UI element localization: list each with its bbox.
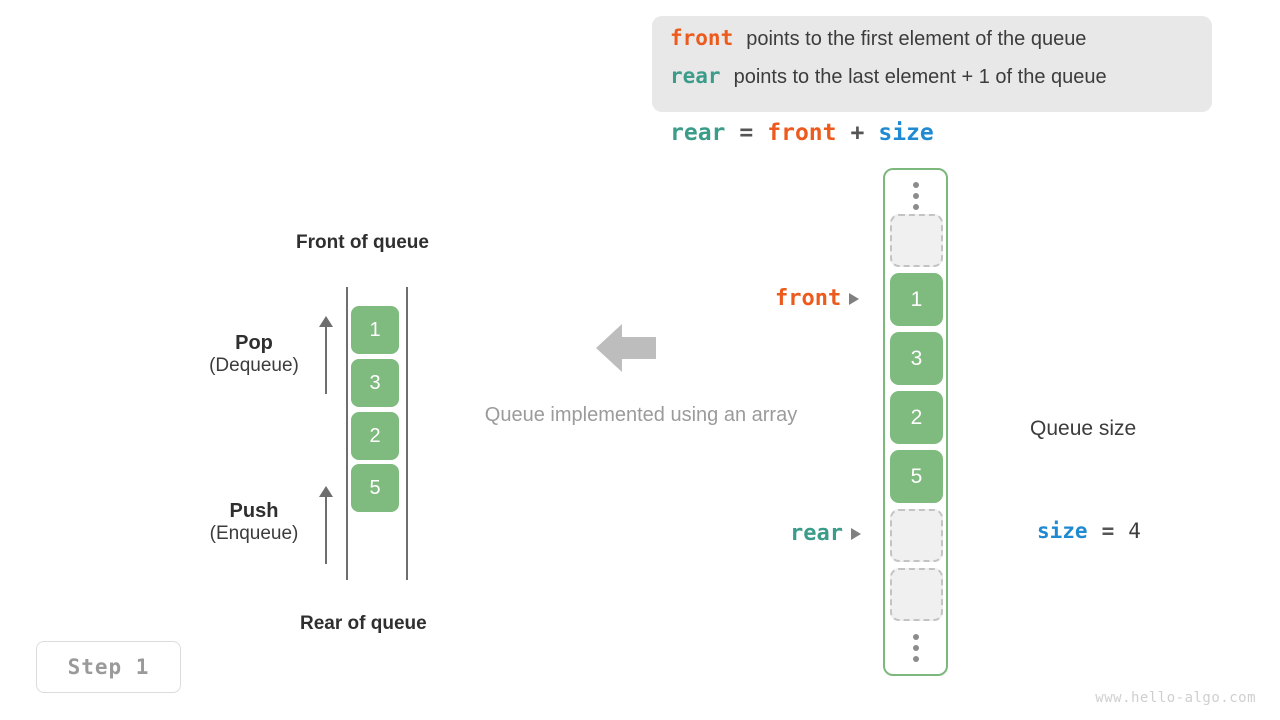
rear-of-queue-title: Rear of queue bbox=[300, 613, 427, 634]
queue-size-expression: size = 4 bbox=[1030, 514, 1148, 549]
pop-operation-label: Pop (Dequeue) bbox=[196, 332, 312, 377]
push-label-sub: (Enqueue) bbox=[209, 523, 299, 544]
up-arrow-icon-push bbox=[316, 486, 336, 564]
push-operation-label: Push (Enqueue) bbox=[196, 500, 312, 545]
vertical-ellipsis-icon-top bbox=[912, 182, 919, 210]
queue-cell-2[interactable]: 2 bbox=[351, 412, 399, 460]
queue-guide-line-left bbox=[346, 287, 348, 580]
array-cell-4[interactable]: 5 bbox=[890, 450, 943, 503]
pointer-rear: rear bbox=[790, 521, 861, 546]
legend-box: front points to the first element of the… bbox=[652, 16, 1212, 112]
array-container: 1 3 2 5 bbox=[883, 168, 948, 676]
array-cell-0[interactable] bbox=[890, 214, 943, 267]
arrowhead-icon-rear bbox=[850, 527, 861, 540]
diagram-caption: Queue implemented using an array bbox=[484, 404, 798, 426]
formula-plus: + bbox=[850, 120, 865, 146]
array-cell-2[interactable]: 3 bbox=[890, 332, 943, 385]
arrowhead-icon-front bbox=[849, 292, 860, 305]
queue-size-info: Queue size size = 4 bbox=[1030, 344, 1148, 617]
legend-desc-front: points to the first element of the queue bbox=[746, 28, 1087, 50]
array-cell-6[interactable] bbox=[890, 568, 943, 621]
pop-label-main: Pop bbox=[235, 332, 273, 354]
legend-line-front: front points to the first element of the… bbox=[670, 26, 1194, 64]
left-block-arrow-icon bbox=[596, 324, 656, 372]
vertical-ellipsis-icon-bottom bbox=[912, 634, 919, 662]
legend-term-front: front bbox=[670, 26, 734, 50]
pointer-front-label: front bbox=[775, 286, 842, 311]
pop-label-sub: (Dequeue) bbox=[209, 355, 299, 376]
formula-equals: = bbox=[739, 120, 754, 146]
legend-term-rear: rear bbox=[670, 64, 721, 88]
legend-line-rear: rear points to the last element + 1 of t… bbox=[670, 64, 1194, 102]
push-label-main: Push bbox=[229, 500, 279, 522]
watermark: www.hello-algo.com bbox=[1095, 690, 1256, 706]
legend-desc-rear: points to the last element + 1 of the qu… bbox=[733, 66, 1107, 88]
formula-rhs-front: front bbox=[767, 120, 837, 146]
size-equals: = bbox=[1101, 519, 1115, 543]
pointer-front: front bbox=[775, 286, 860, 311]
pointer-rear-label: rear bbox=[790, 521, 843, 546]
formula-lhs: rear bbox=[670, 120, 726, 146]
queue-cell-3[interactable]: 5 bbox=[351, 464, 399, 512]
size-var: size bbox=[1037, 519, 1088, 543]
front-of-queue-title: Front of queue bbox=[296, 232, 429, 253]
queue-cell-0[interactable]: 1 bbox=[351, 306, 399, 354]
array-cell-3[interactable]: 2 bbox=[890, 391, 943, 444]
up-arrow-icon-pop bbox=[316, 316, 336, 394]
formula-rear-equals-front-plus-size: rear = front + size bbox=[670, 120, 941, 146]
formula-rhs-size: size bbox=[878, 120, 934, 146]
size-value: 4 bbox=[1128, 519, 1141, 543]
step-badge: Step 1 bbox=[36, 641, 181, 693]
array-cell-5[interactable] bbox=[890, 509, 943, 562]
queue-cell-1[interactable]: 3 bbox=[351, 359, 399, 407]
queue-guide-line-right bbox=[406, 287, 408, 580]
array-cell-1[interactable]: 1 bbox=[890, 273, 943, 326]
queue-size-title: Queue size bbox=[1030, 417, 1137, 440]
